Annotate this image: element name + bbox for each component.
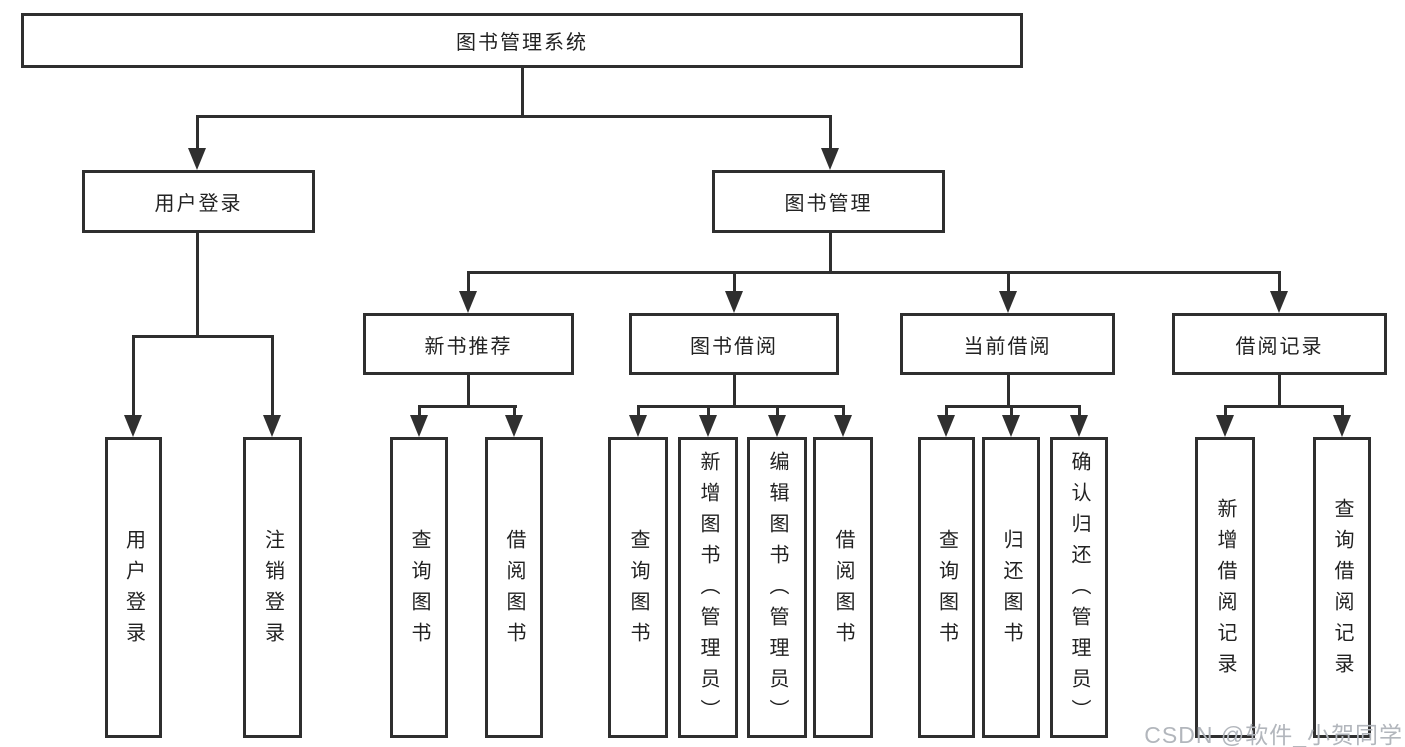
connector-line: [1341, 405, 1344, 417]
arrowhead-icon: [124, 415, 142, 437]
leaf-query-books-3: 查询图书: [918, 437, 975, 738]
connector-line: [1007, 375, 1010, 407]
leaf-confirm-return-admin: 确认归还（管理员）: [1050, 437, 1108, 738]
connector-line: [132, 335, 135, 417]
connector-line: [733, 375, 736, 407]
node-new-book-recommend: 新书推荐: [363, 313, 574, 375]
connector-line: [776, 405, 779, 417]
leaf-add-borrow-record: 新增借阅记录: [1195, 437, 1255, 738]
connector-line: [842, 405, 845, 417]
arrowhead-icon: [505, 415, 523, 437]
connector-line: [418, 405, 421, 417]
node-book-management: 图书管理: [712, 170, 945, 233]
connector-line: [196, 115, 832, 118]
connector-line: [707, 405, 710, 417]
arrowhead-icon: [821, 148, 839, 170]
connector-line: [637, 405, 845, 408]
arrowhead-icon: [699, 415, 717, 437]
connector-line: [945, 405, 948, 417]
connector-line: [521, 68, 524, 117]
arrowhead-icon: [459, 291, 477, 313]
node-root: 图书管理系统: [21, 13, 1023, 68]
node-book-borrowing: 图书借阅: [629, 313, 839, 375]
node-current-borrowing: 当前借阅: [900, 313, 1115, 375]
arrowhead-icon: [725, 291, 743, 313]
leaf-return-books: 归还图书: [982, 437, 1040, 738]
arrowhead-icon: [629, 415, 647, 437]
connector-line: [467, 271, 1281, 274]
connector-line: [196, 115, 199, 150]
arrowhead-icon: [1270, 291, 1288, 313]
leaf-logout: 注销登录: [243, 437, 302, 738]
connector-line: [829, 233, 832, 273]
connector-line: [1224, 405, 1344, 408]
connector-line: [1278, 271, 1281, 293]
connector-line: [271, 335, 274, 417]
arrowhead-icon: [188, 148, 206, 170]
connector-line: [467, 375, 470, 407]
connector-line: [467, 271, 470, 293]
arrowhead-icon: [768, 415, 786, 437]
arrowhead-icon: [1002, 415, 1020, 437]
leaf-query-borrow-record: 查询借阅记录: [1313, 437, 1371, 738]
arrowhead-icon: [1333, 415, 1351, 437]
arrowhead-icon: [1216, 415, 1234, 437]
arrowhead-icon: [834, 415, 852, 437]
arrowhead-icon: [999, 291, 1017, 313]
node-user-login: 用户登录: [82, 170, 315, 233]
connector-line: [132, 335, 274, 338]
node-borrowing-records: 借阅记录: [1172, 313, 1387, 375]
connector-line: [418, 405, 517, 408]
leaf-user-login: 用户登录: [105, 437, 162, 738]
leaf-query-books-1: 查询图书: [390, 437, 448, 738]
connector-line: [513, 405, 516, 417]
arrowhead-icon: [263, 415, 281, 437]
connector-line: [637, 405, 640, 417]
leaf-edit-book-admin: 编辑图书（管理员）: [747, 437, 807, 738]
connector-line: [196, 233, 199, 336]
connector-line: [1010, 405, 1013, 417]
connector-line: [1007, 271, 1010, 293]
connector-line: [1224, 405, 1227, 417]
leaf-borrow-books-1: 借阅图书: [485, 437, 543, 738]
watermark: CSDN @软件_小贺同学: [1144, 722, 1403, 747]
connector-line: [1278, 375, 1281, 407]
connector-line: [1078, 405, 1081, 417]
arrowhead-icon: [937, 415, 955, 437]
connector-line: [829, 115, 832, 150]
leaf-borrow-books-2: 借阅图书: [813, 437, 873, 738]
connector-line: [733, 271, 736, 293]
arrowhead-icon: [1070, 415, 1088, 437]
arrowhead-icon: [410, 415, 428, 437]
leaf-query-books-2: 查询图书: [608, 437, 668, 738]
connector-line: [945, 405, 1081, 408]
leaf-add-book-admin: 新增图书（管理员）: [678, 437, 738, 738]
